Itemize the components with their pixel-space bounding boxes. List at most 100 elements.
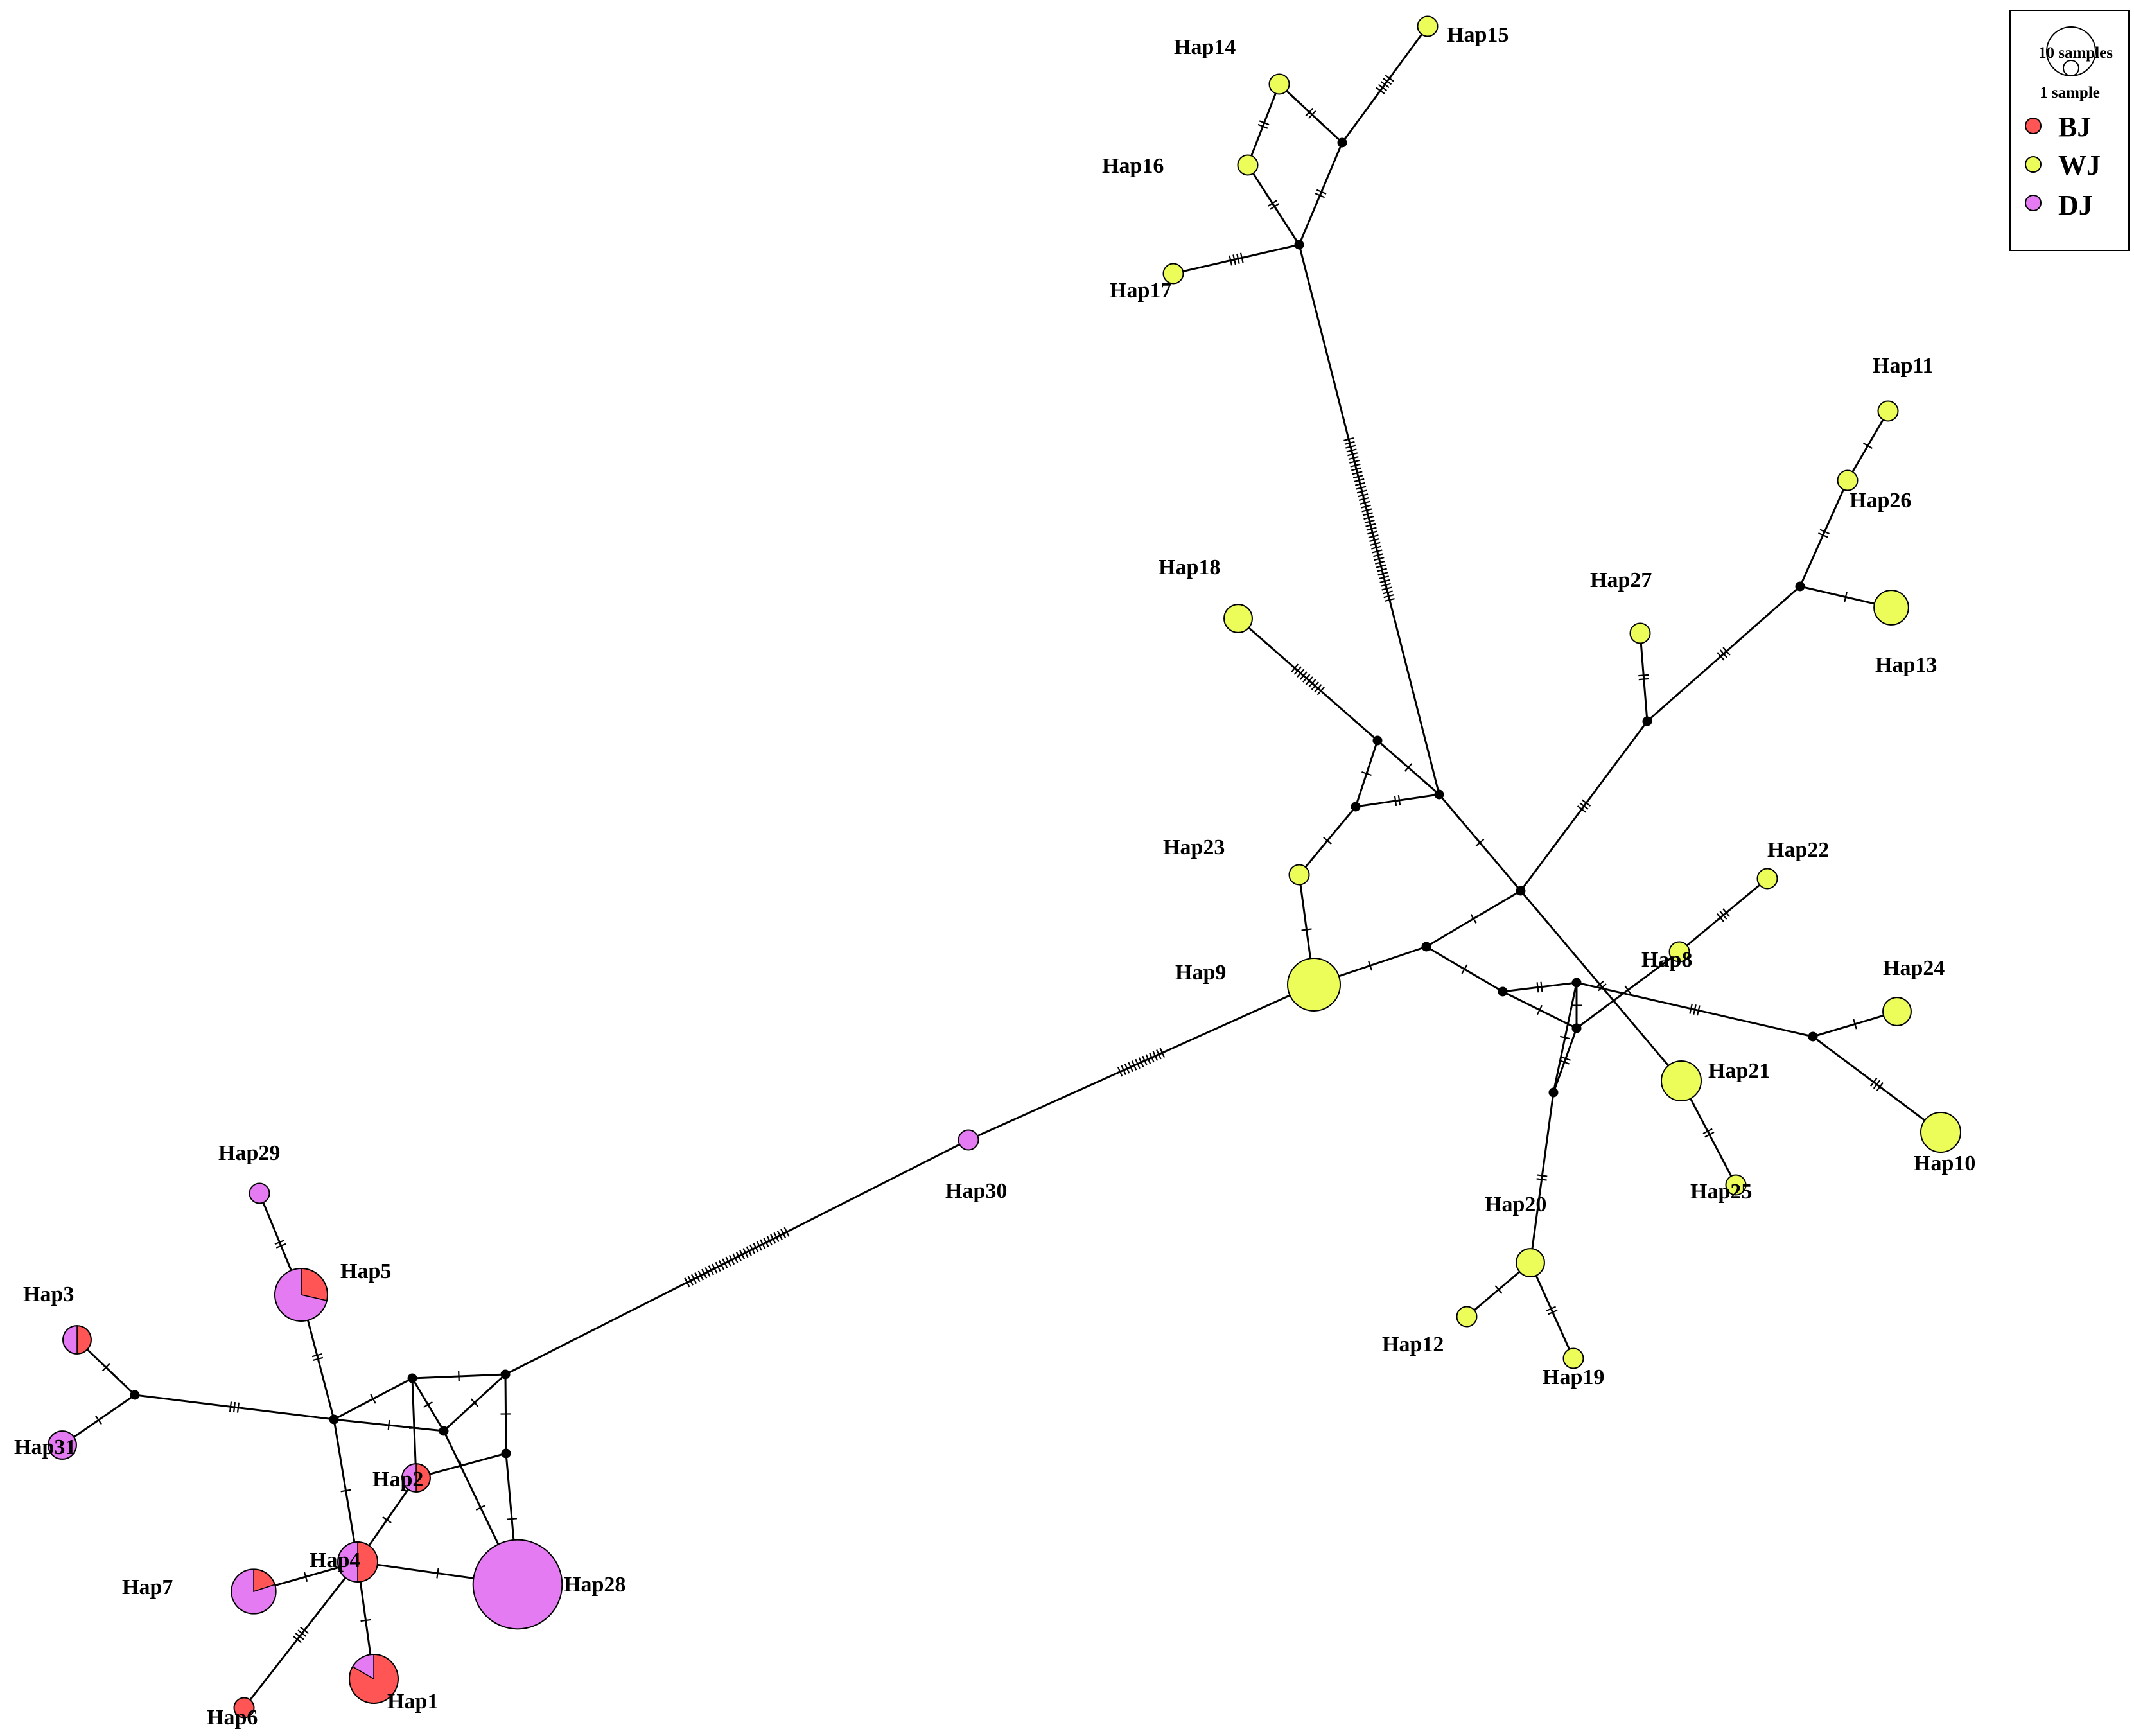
haplotype-label: Hap8 (1641, 948, 1692, 972)
network-edge (1355, 793, 1440, 808)
legend-label-bj: BJ (2058, 111, 2091, 143)
median-vector (1498, 986, 1508, 997)
mutation-tick (475, 1505, 486, 1511)
mutation-tick (1844, 592, 1848, 602)
haplotype-label: Hap19 (1543, 1365, 1604, 1389)
mutation-tick (1540, 981, 1543, 992)
haplotype-node-hap10 (1920, 1112, 1961, 1153)
haplotype-node-hap7 (231, 1568, 277, 1615)
mutation-tick (1372, 549, 1383, 554)
haplotype-node-hap1 (349, 1654, 399, 1704)
network-edge (1173, 243, 1300, 275)
network-edge (1812, 1035, 1941, 1134)
mutation-tick (1239, 252, 1244, 263)
network-edge (333, 1419, 359, 1563)
mutation-tick (697, 1270, 704, 1281)
mutation-tick (1380, 583, 1391, 587)
mutation-tick (1638, 674, 1649, 677)
haplotype-label: Hap12 (1382, 1333, 1444, 1356)
mutation-tick (1494, 1285, 1503, 1294)
mutation-tick (746, 1246, 752, 1256)
median-vector (1548, 1087, 1559, 1098)
mutation-tick (1378, 575, 1389, 580)
median-vector (1795, 581, 1805, 592)
mutation-tick (1232, 254, 1236, 265)
haplotype-label: Hap20 (1485, 1193, 1546, 1216)
mutation-tick (1379, 579, 1390, 583)
network-edge (1377, 739, 1440, 796)
mutation-tick (1381, 586, 1392, 591)
mutation-tick (1356, 489, 1367, 494)
haplotype-label: Hap9 (1175, 961, 1226, 985)
mutation-tick (1270, 203, 1279, 210)
haplotype-label: Hap16 (1102, 154, 1164, 178)
mutation-tick (1299, 671, 1308, 680)
mutation-tick (1356, 486, 1367, 490)
mutation-tick (1853, 1019, 1857, 1030)
mutation-tick (292, 1635, 302, 1644)
mutation-tick (229, 1401, 232, 1412)
mutation-tick (1374, 557, 1385, 561)
mutation-tick (1384, 597, 1395, 602)
network-edge (411, 1378, 445, 1432)
median-vector (1337, 137, 1347, 148)
network-edge (968, 983, 1315, 1141)
mutation-tick (1693, 1004, 1697, 1015)
mutation-tick (300, 1626, 310, 1635)
mutation-tick (1135, 1058, 1141, 1069)
mutation-tick (1368, 534, 1379, 539)
median-vector (329, 1414, 339, 1425)
median-vector (500, 1369, 511, 1380)
labels-layer: Hap1Hap2Hap3Hap4Hap5Hap6Hap7Hap8Hap9Hap1… (14, 23, 1975, 1730)
median-vector (1294, 240, 1304, 250)
mutation-tick (1293, 666, 1302, 675)
mutation-tick (1311, 681, 1319, 690)
legend-label-wj: WJ (2058, 150, 2101, 181)
mutation-tick (1371, 545, 1382, 550)
network-edge (1502, 981, 1577, 993)
network-edge (333, 1377, 413, 1421)
haplotype-node-hap12 (1456, 1306, 1478, 1328)
mutation-tick (1375, 560, 1386, 565)
mutation-tick (684, 1277, 690, 1288)
mutation-tick (1719, 911, 1727, 920)
mutation-tick (1397, 794, 1401, 806)
mutation-tick (1117, 1067, 1123, 1077)
network-edge (1341, 26, 1429, 143)
legend-size-large-label: 10 samples (2038, 44, 2113, 62)
legend: 10 samples 1 sample BJ WJ DJ (2009, 10, 2130, 251)
mutation-tick (770, 1234, 776, 1244)
mutation-tick (728, 1254, 735, 1265)
mutation-tick (1358, 496, 1369, 502)
haplotype-label: Hap25 (1690, 1180, 1752, 1204)
median-vector (501, 1448, 511, 1459)
median-vector (1642, 716, 1652, 726)
mutation-tick (1383, 594, 1394, 599)
mutation-tick (370, 1394, 376, 1404)
network-edge (1246, 164, 1300, 245)
network-edge (1298, 806, 1357, 875)
haplotype-node-hap19 (1562, 1347, 1584, 1369)
mutation-tick (1366, 527, 1377, 531)
network-edge (243, 1561, 359, 1708)
haplotype-label: Hap4 (310, 1548, 360, 1572)
mutation-tick (1259, 120, 1270, 126)
mutation-tick (1385, 75, 1394, 82)
mutation-tick (1704, 1131, 1715, 1138)
haplotype-label: Hap7 (122, 1575, 173, 1599)
network-edge (1278, 83, 1343, 144)
mutation-tick (749, 1244, 756, 1254)
mutation-tick (1323, 837, 1332, 845)
haplotype-label: Hap14 (1174, 35, 1236, 59)
mutation-tick (1722, 647, 1731, 656)
median-vector (407, 1373, 417, 1383)
pie-slice-bj (76, 1325, 92, 1355)
haplotype-label: Hap29 (218, 1141, 280, 1165)
legend-size-small-label: 1 sample (2040, 84, 2100, 101)
edges-layer (62, 26, 1941, 1708)
mutation-tick (1358, 493, 1369, 498)
haplotype-node-hap9 (1286, 957, 1342, 1012)
network-edge (1846, 410, 1889, 481)
mutation-tick (1316, 189, 1327, 195)
mutation-tick (1121, 1065, 1126, 1076)
